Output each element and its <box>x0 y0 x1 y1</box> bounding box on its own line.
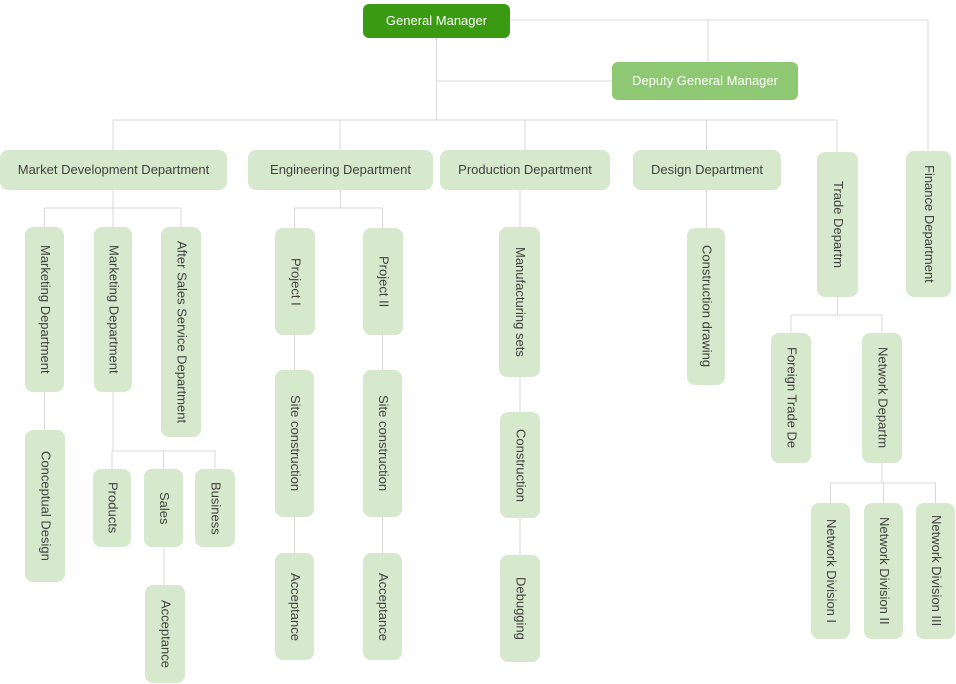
node-site-construction-1[interactable]: Site construction <box>275 370 314 517</box>
node-network-department[interactable]: Network Departm <box>862 333 902 463</box>
node-trade-department[interactable]: Trade Departm <box>817 152 858 297</box>
node-foreign-trade-department[interactable]: Foreign Trade De <box>771 333 811 463</box>
node-acceptance-project-i[interactable]: Acceptance <box>275 553 314 660</box>
node-conceptual-design[interactable]: Conceptual Design <box>25 430 65 582</box>
node-engineering-department[interactable]: Engineering Department <box>248 150 433 190</box>
node-finance-department[interactable]: Finance Department <box>906 151 951 297</box>
node-market-development-department[interactable]: Market Development Department <box>0 150 227 190</box>
node-design-department[interactable]: Design Department <box>633 150 781 190</box>
node-products[interactable]: Products <box>93 469 131 547</box>
node-network-division-iii[interactable]: Network Division III <box>916 503 955 639</box>
node-after-sales-service-department[interactable]: After Sales Service Department <box>161 227 201 437</box>
node-acceptance-sales[interactable]: Acceptance <box>145 585 185 683</box>
node-production-department[interactable]: Production Department <box>440 150 610 190</box>
connector-lines-path <box>44 19 936 585</box>
node-marketing-department-1[interactable]: Marketing Department <box>25 227 64 392</box>
node-sales[interactable]: Sales <box>144 469 183 547</box>
node-deputy-general-manager[interactable]: Deputy General Manager <box>612 62 798 100</box>
node-project-i[interactable]: Project I <box>275 228 315 335</box>
node-project-ii[interactable]: Project II <box>363 228 403 335</box>
node-site-construction-2[interactable]: Site construction <box>363 370 402 517</box>
node-construction[interactable]: Construction <box>500 412 540 518</box>
node-acceptance-project-ii[interactable]: Acceptance <box>363 553 402 660</box>
node-business[interactable]: Business <box>195 469 235 547</box>
node-network-division-i[interactable]: Network Division I <box>811 503 850 639</box>
node-general-manager[interactable]: General Manager <box>363 4 510 38</box>
node-marketing-department-2[interactable]: Marketing Department <box>94 227 132 392</box>
node-construction-drawing[interactable]: Construction drawing <box>687 228 725 385</box>
node-debugging[interactable]: Debugging <box>500 555 540 662</box>
node-network-division-ii[interactable]: Network Division II <box>864 503 903 639</box>
node-manufacturing-sets[interactable]: Manufacturing sets <box>499 227 540 377</box>
